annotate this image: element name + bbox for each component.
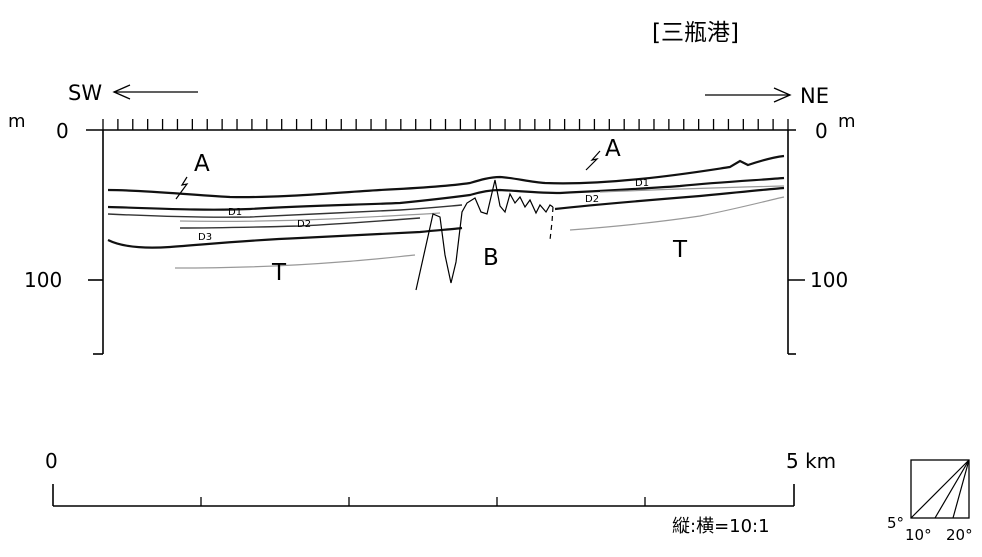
exaggeration-ratio: 縦:横=10:1: [672, 516, 770, 537]
scale-end-label: 5 km: [786, 449, 836, 473]
direction-right-label: NE: [800, 84, 829, 108]
unit-label-d2-right: D2: [585, 194, 599, 205]
right-tick-100: 100: [810, 268, 848, 292]
profile-frame: [86, 119, 805, 355]
unit-label-a-left: A: [194, 151, 210, 177]
annotation-leaders: [175, 150, 601, 200]
top-tick-marks: [102, 119, 789, 130]
left-tick-0: 0: [56, 119, 69, 143]
reflector-d2: [179, 186, 785, 229]
left-unit-label: m: [8, 111, 26, 132]
reflector-d1-top: [107, 176, 785, 211]
reflector-t: [174, 254, 416, 269]
left-arrow: [112, 84, 198, 100]
unit-label-d3: D3: [198, 232, 212, 243]
right-tick-0: 0: [815, 119, 828, 143]
scale-bar: [52, 484, 795, 507]
dip-angle-10: 10°: [905, 526, 932, 544]
basement-b-outline: [415, 179, 554, 291]
reflector-d3: [107, 196, 785, 249]
unit-label-a-right: A: [605, 136, 621, 162]
left-tick-100: 100: [24, 268, 62, 292]
figure-title: [三瓶港]: [652, 20, 739, 46]
right-unit-label: m: [838, 111, 856, 132]
reflector-d1: [107, 204, 463, 222]
unit-label-b: B: [483, 245, 499, 271]
unit-label-t-left: T: [271, 260, 287, 286]
direction-left-label: SW: [68, 81, 102, 105]
unit-label-t-right: T: [672, 237, 688, 263]
dip-angle-20: 20°: [946, 526, 973, 544]
unit-label-d1-left: D1: [228, 207, 242, 218]
seabed-line: [107, 154, 785, 199]
unit-label-d2-left: D2: [297, 219, 311, 230]
right-arrow: [705, 87, 792, 103]
dip-angle-legend: [910, 459, 970, 519]
scale-start-label: 0: [45, 449, 58, 473]
dip-angle-5: 5°: [887, 514, 904, 532]
unit-label-d1-right: D1: [635, 178, 649, 189]
